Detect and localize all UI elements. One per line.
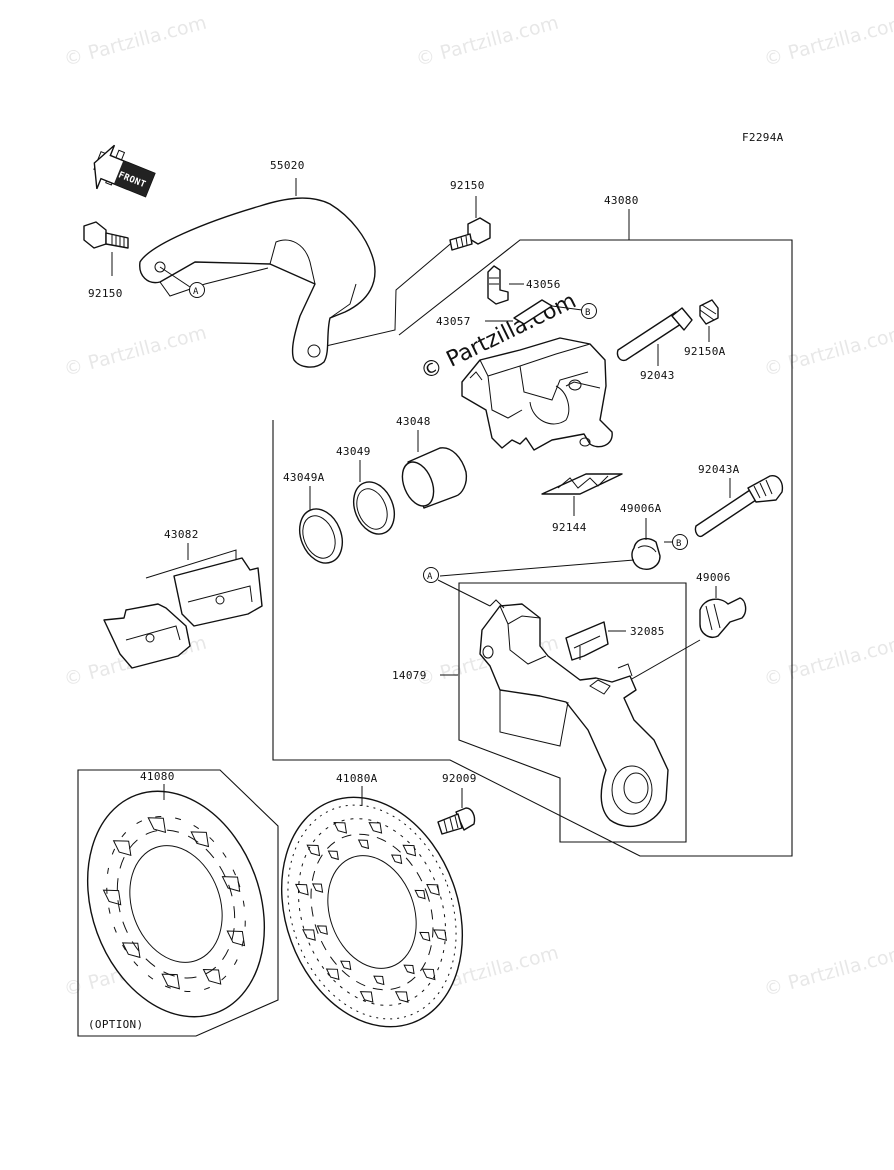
disc-slot — [359, 991, 374, 1003]
part-label-41080: 41080 — [140, 770, 175, 783]
bleeder-valve-43056 — [487, 265, 509, 305]
part-label-92150-left: 92150 — [88, 287, 123, 300]
watermark-text: © Partzilla.com — [414, 12, 561, 71]
disc-slot — [202, 968, 222, 985]
caliper-body — [461, 337, 613, 451]
part-label-92144: 92144 — [552, 521, 587, 534]
piston-43048 — [401, 447, 468, 509]
watermark-text: © Partzilla.com — [62, 12, 209, 71]
pad-spring-32085 — [565, 621, 609, 661]
disc-slot — [373, 975, 385, 986]
disc-slot — [433, 929, 447, 941]
seal-43049 — [352, 481, 396, 535]
bolt-92009 — [437, 807, 476, 835]
svg-text:A: A — [193, 287, 199, 297]
option-outline-41080 — [77, 769, 279, 1037]
disc-slot — [419, 931, 431, 942]
part-label-14079: 14079 — [392, 669, 427, 682]
part-label-49006: 49006 — [696, 571, 731, 584]
part-label-43082: 43082 — [164, 528, 199, 541]
spring-clip-92144 — [541, 473, 623, 495]
watermark-text: © Partzilla.com — [762, 322, 894, 381]
disc-slot — [311, 883, 324, 893]
disc-slot — [325, 968, 340, 981]
disc-slot — [102, 889, 122, 906]
disc-slot — [403, 964, 415, 975]
plug-92150A — [699, 299, 719, 325]
disc-slot — [402, 844, 417, 857]
part-label-41080A: 41080A — [336, 772, 378, 785]
ref-marker-a-holder: A — [423, 567, 439, 583]
watermark-text: © Partzilla.com — [762, 12, 894, 71]
part-label-92009: 92009 — [442, 772, 477, 785]
part-label-43048: 43048 — [396, 415, 431, 428]
disc-slot — [394, 991, 409, 1003]
seal-43049A — [298, 508, 344, 564]
bolt-92150-top — [449, 217, 491, 251]
disc-slot — [112, 840, 132, 856]
brake-pads-43082 — [103, 549, 263, 669]
part-label-32085: 32085 — [630, 625, 665, 638]
ref-marker-b-right: B — [672, 534, 688, 550]
part-label-92043: 92043 — [640, 369, 675, 382]
disc-slot — [368, 822, 383, 834]
part-label-43057: 43057 — [436, 315, 471, 328]
pin-92043 — [616, 307, 693, 362]
option-label: (OPTION) — [88, 1018, 143, 1031]
assembly-outline-43080 — [272, 239, 793, 857]
disc-slot — [306, 844, 321, 857]
part-label-92043A: 92043A — [698, 463, 740, 476]
brake-disc-41080 — [86, 790, 266, 1018]
part-label-43049: 43049 — [336, 445, 371, 458]
disc-slot — [190, 831, 210, 848]
watermark-text: © Partzilla.com — [762, 942, 894, 1001]
disc-slot — [302, 929, 316, 941]
bracket-55020 — [139, 197, 376, 368]
svg-text:A: A — [427, 572, 433, 582]
disc-slot — [390, 854, 403, 865]
part-label-43080: 43080 — [604, 194, 639, 207]
disc-slot — [327, 850, 339, 861]
disc-slot — [421, 968, 436, 981]
disc-slot — [333, 822, 348, 834]
disc-slot — [147, 817, 167, 834]
part-label-55020: 55020 — [270, 159, 305, 172]
disc-slot — [121, 942, 141, 959]
disc-slot — [221, 876, 241, 892]
boot-49006 — [699, 597, 747, 638]
figure-code: F2294A — [742, 131, 784, 144]
disc-slot — [294, 883, 309, 896]
disc-slot — [357, 839, 370, 850]
pin-92043A — [694, 475, 784, 538]
watermark-text: © Partzilla.com — [62, 322, 209, 381]
ref-marker-b-top: B — [581, 303, 597, 319]
disc-slot — [226, 930, 246, 947]
boot-49006A — [631, 537, 661, 570]
disc-slot — [340, 960, 352, 971]
bolt-92150-left — [83, 221, 129, 249]
svg-text:B: B — [585, 308, 591, 318]
disc-slot — [414, 889, 426, 900]
disc-slot — [161, 973, 181, 990]
part-label-43049A: 43049A — [283, 471, 325, 484]
part-label-49006A: 49006A — [620, 502, 662, 515]
ref-marker-a-bracket: A — [189, 282, 205, 298]
part-label-92150A: 92150A — [684, 345, 726, 358]
disc-slot — [316, 925, 328, 935]
caliper-holder-14079 — [479, 599, 669, 828]
watermark-text: © Partzilla.com — [762, 632, 894, 691]
assembly-outline-14079 — [458, 582, 687, 843]
front-arrow-icon: FRONT — [93, 144, 156, 198]
brake-disc-41080A — [280, 796, 464, 1028]
part-label-43056: 43056 — [526, 278, 561, 291]
disc-slot — [426, 884, 440, 896]
svg-text:B: B — [676, 539, 682, 549]
part-label-92150-top: 92150 — [450, 179, 485, 192]
